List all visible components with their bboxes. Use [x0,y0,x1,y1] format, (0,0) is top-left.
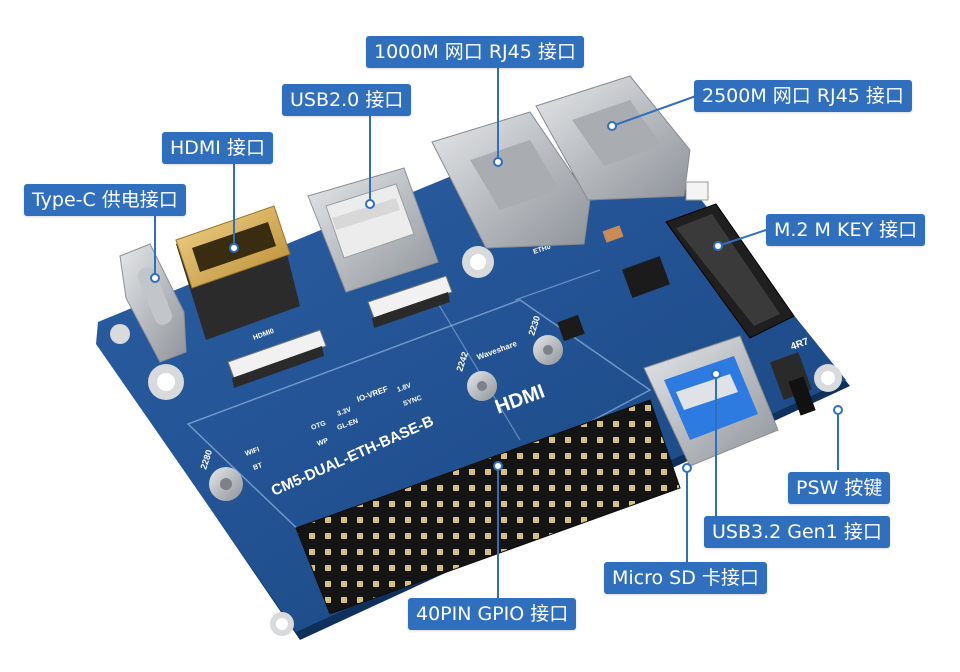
m2-slot [665,203,795,339]
silk-wifi: WIFI [244,446,260,458]
silk-otg: OTG [310,420,327,432]
leader-dots [150,121,843,473]
fpc-connectors [227,275,453,388]
silk-wp: WP [316,437,329,448]
hdmi-label: HDMI 接口 [162,132,273,164]
leader-lines [154,68,839,598]
silk-1v8: 1.8V [396,382,412,394]
usb2-label: USB2.0 接口 [282,84,412,116]
mounting-holes [110,246,842,636]
usb3-port [643,335,779,467]
psw-label: PSW 按键 [788,472,891,504]
type-c-label: Type-C 供电接口 [24,184,186,216]
psw-button [770,352,816,416]
silk-3v3: 3.3V [336,406,352,418]
rj45-2500m-label: 2500M 网口 RJ45 接口 [694,80,912,112]
gpio-header [295,399,681,615]
rj45-1000m-port [431,111,591,249]
microsd-label: Micro SD 卡接口 [604,562,767,594]
usb2-port [307,167,439,293]
silk-bt: BT [252,462,264,472]
gpio-label: 40PIN GPIO 接口 [408,598,577,630]
usb3-label: USB3.2 Gen1 接口 [704,516,890,548]
type-c-port [119,243,187,363]
components [557,225,670,342]
m2-label: M.2 M KEY 接口 [766,214,926,246]
rj45-1000m-label: 1000M 网口 RJ45 接口 [366,36,584,68]
standoffs [209,335,563,501]
